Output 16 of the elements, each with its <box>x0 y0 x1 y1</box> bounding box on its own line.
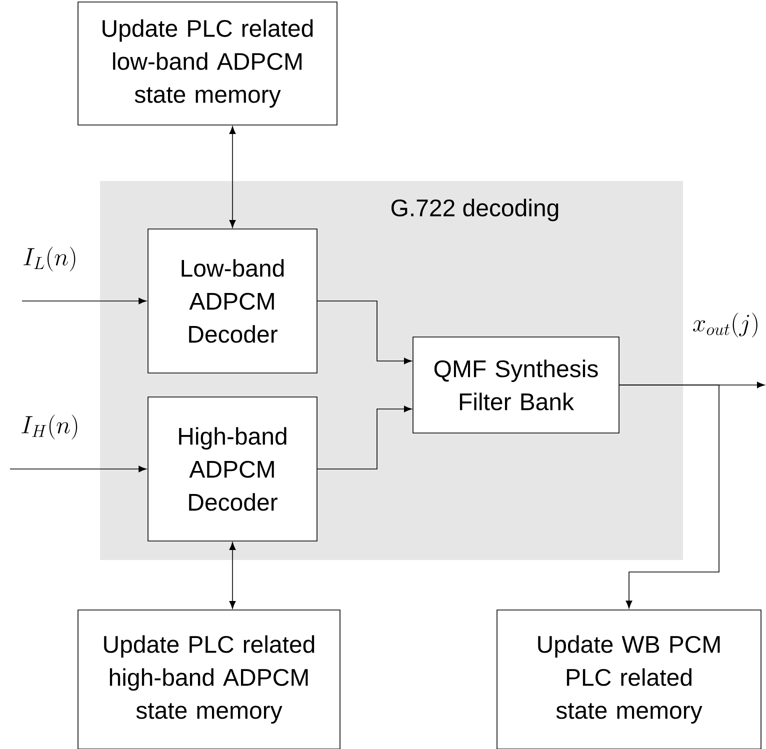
arrow <box>229 542 236 609</box>
arrow <box>317 406 412 470</box>
memory-box: Update PLC related low-band ADPCM state memory <box>78 2 338 126</box>
filter-bank-box: QMF Synthesis Filter Bank <box>412 336 620 434</box>
decoder-box: High-band ADPCM Decoder <box>148 396 318 542</box>
signal-label: $I_H(n)$ <box>20 414 80 440</box>
arrow <box>10 466 146 472</box>
signal-label: $x_{out}(j)$ <box>691 312 761 338</box>
arrow <box>619 384 720 608</box>
memory-box: Update WB PCM PLC related state memory <box>496 610 762 749</box>
decoder-box: Low-band ADPCM Decoder <box>148 228 318 374</box>
memory-box: Update PLC related high-band ADPCM state memory <box>78 610 340 749</box>
arrow <box>229 126 236 228</box>
arrow <box>317 300 412 364</box>
arrow <box>22 298 146 304</box>
signal-label: $I_L(n)$ <box>22 246 78 272</box>
